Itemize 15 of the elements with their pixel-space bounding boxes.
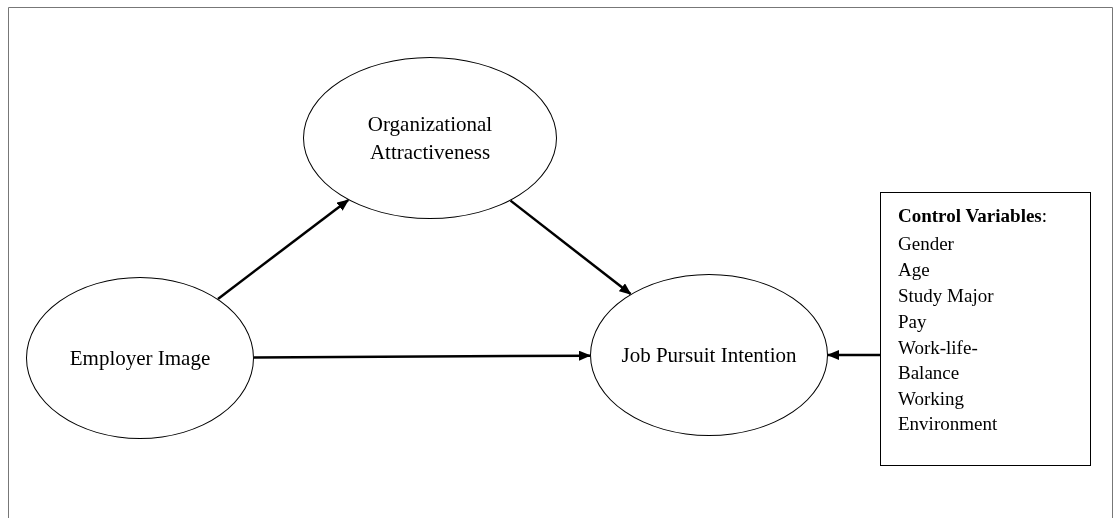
variable-item: Age: [898, 258, 931, 282]
arrow: [509, 199, 632, 296]
arrow: [827, 350, 880, 360]
variable-item: Study Major: [898, 284, 995, 308]
variable-item: Working Environment: [898, 387, 999, 436]
node-label: Organizational Attractiveness: [366, 111, 494, 166]
arrow: [254, 350, 591, 361]
variable-item: Work-life-Balance: [898, 336, 979, 385]
variables-box: [880, 192, 1091, 466]
node-label: Job Pursuit Intention: [621, 342, 797, 369]
arrow: [217, 199, 350, 300]
node-label: Employer Image: [69, 345, 211, 372]
box-heading: Control Variables:: [898, 204, 1048, 228]
variable-item: Pay: [898, 310, 928, 334]
variable-item: Gender: [898, 232, 955, 256]
